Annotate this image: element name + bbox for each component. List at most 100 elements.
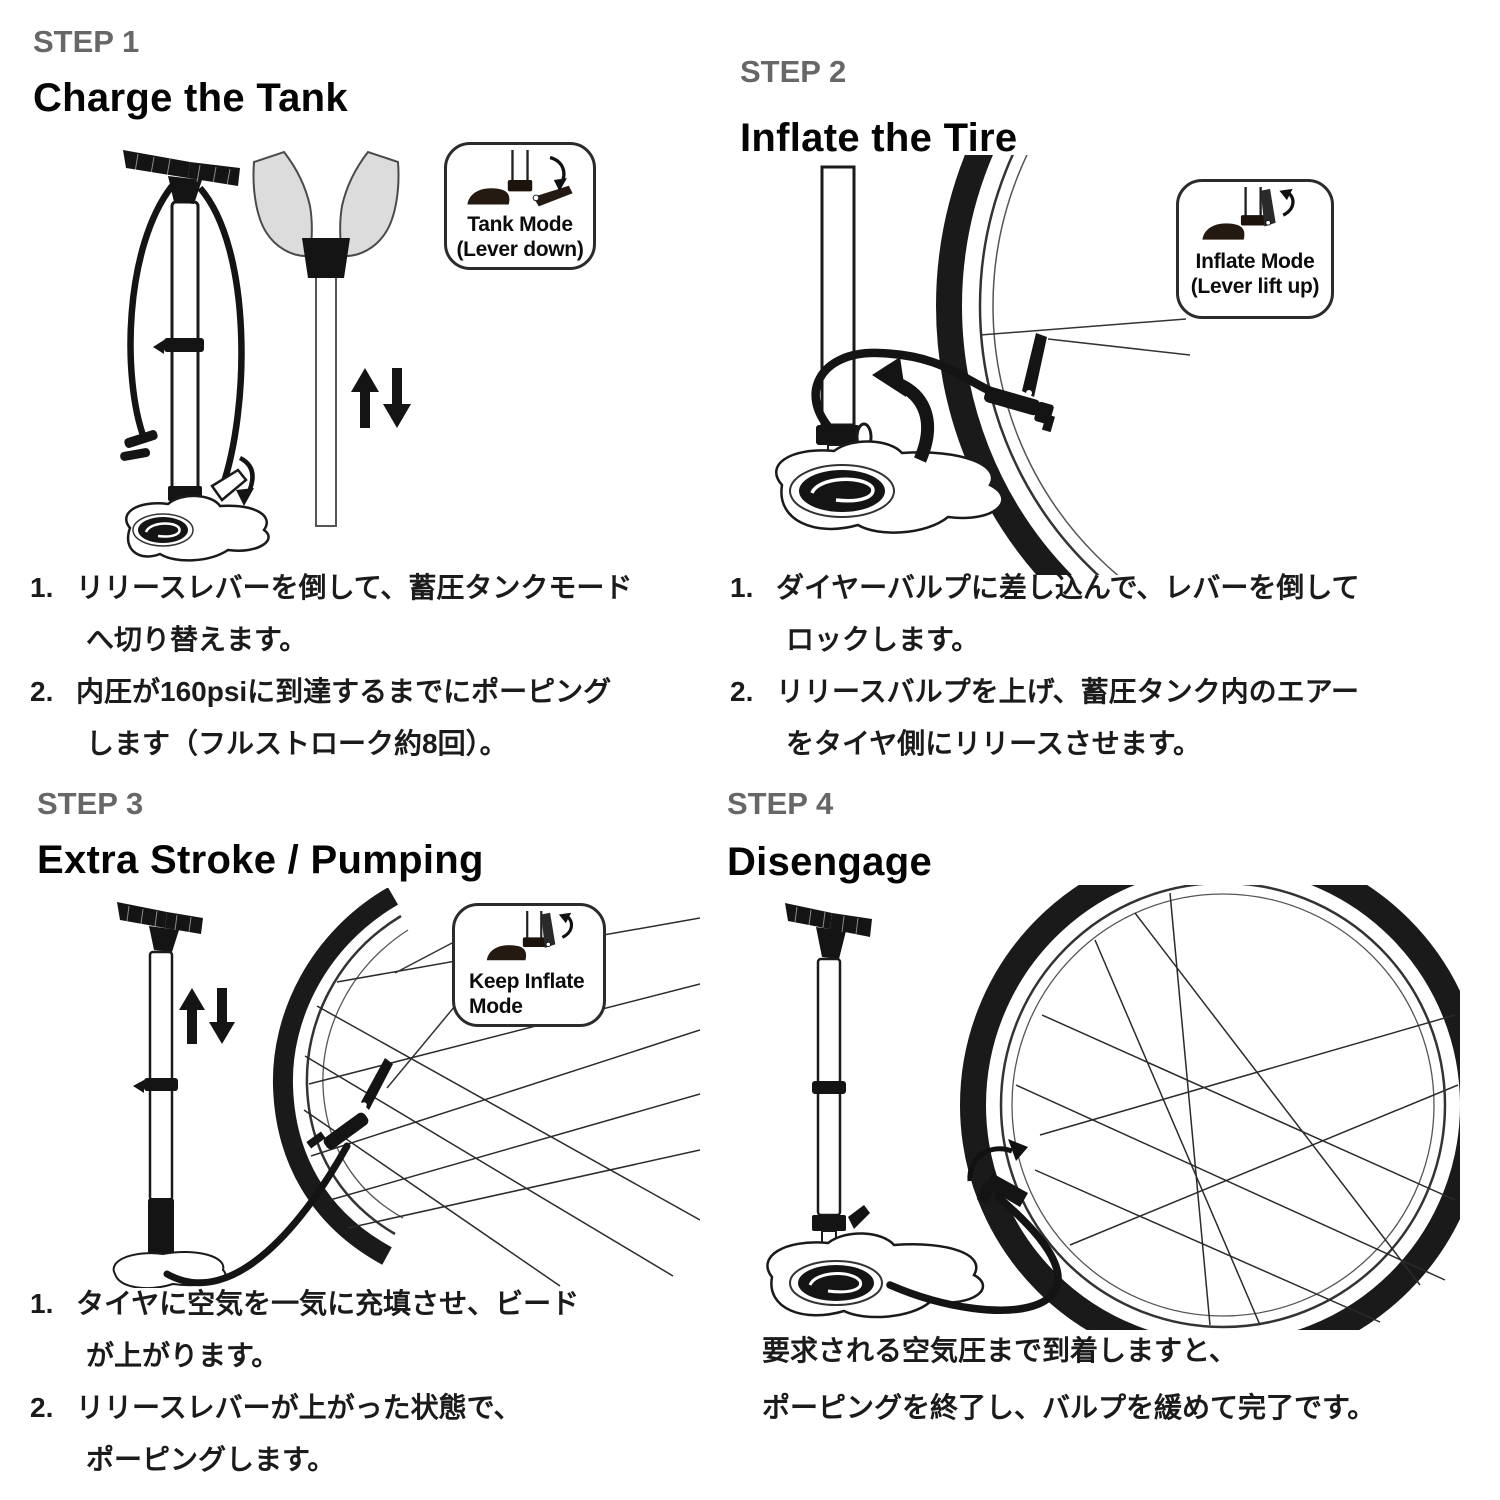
item-text: タイヤに空気を一気に充填させ、ビード が上がります。 [76, 1278, 579, 1382]
item-number: 2. [730, 676, 754, 707]
step-4-instructions: 要求される空気圧まで到着しますと、 ポーピングを終了し、バルプを緩めて完了です。 [762, 1322, 1482, 1436]
pump-shaft [315, 275, 337, 527]
text-line: リリースレバーが上がった状態で、 [76, 1392, 522, 1423]
list-item: 2. リリースバルプを上げ、蓄圧タンク内のエアー をタイヤ側にリリースさせます。 [730, 666, 1450, 770]
list-item: 1. リリースレバーを倒して、蓄圧タンクモード へ切り替えます。 [30, 562, 710, 666]
step-1-title: Charge the Tank [33, 76, 348, 120]
pump-head [986, 1173, 1028, 1207]
text-line: へ切り替えます。 [86, 624, 308, 655]
pump-hose [163, 1142, 351, 1287]
list-item: 2. 内圧が160psiに到達するまでにポーピング します（フルストローク約8回… [30, 666, 710, 770]
barrel-collar [812, 1215, 846, 1231]
release-lever [210, 468, 248, 502]
pump-barrel [148, 950, 174, 1202]
curved-arrow-icon [553, 178, 567, 192]
base-silhouette [467, 188, 510, 205]
pump-handle [816, 927, 846, 959]
handle-texture [134, 153, 231, 186]
gauge-rim [789, 464, 895, 518]
leader-line [979, 318, 1187, 336]
lever-up-art [1202, 187, 1295, 240]
curved-arrow-icon [872, 357, 906, 397]
hose-clip [144, 1078, 178, 1091]
rim-line [992, 155, 1119, 575]
valve-collar [522, 937, 546, 948]
gauge-rim [132, 513, 194, 547]
handle-texture [126, 905, 192, 933]
right-hand [339, 150, 400, 258]
valve-collar [1240, 215, 1266, 226]
lever-pivot [1265, 219, 1271, 226]
curved-arrow-icon [967, 1146, 1013, 1182]
item-number: 1. [30, 572, 54, 603]
lever-pivot [1026, 390, 1032, 396]
valve-tube [526, 911, 543, 940]
inflate-mode-callout: Inflate Mode (Lever lift up) [1176, 179, 1334, 319]
list-item: 1. ダイヤーバルプに差し込んで、レバーを倒して ロックします。 [730, 562, 1450, 666]
pump-base [112, 1250, 227, 1288]
callout-line: (Lever lift up) [1190, 275, 1320, 298]
down-arrow-icon [383, 368, 411, 428]
text-line: リリースレバーを倒して、蓄圧タンクモード [76, 572, 633, 603]
step-4-label: STEP 4 [727, 786, 834, 821]
base-silhouette [1202, 223, 1245, 240]
valve-stem [1041, 414, 1056, 433]
text-line: が上がります。 [86, 1340, 280, 1371]
callout-text: Tank Mode (Lever down) [447, 212, 593, 262]
item-text: リリースレバーを倒して、蓄圧タンクモード へ切り替えます。 [76, 562, 632, 666]
step-3-illustration [112, 888, 700, 1288]
curved-arrow-icon [236, 488, 254, 506]
leader-line [394, 942, 453, 974]
rim-line [978, 155, 1100, 575]
pump-hose [197, 185, 245, 490]
step-1-illustration [120, 150, 411, 562]
hands-on-handle [252, 150, 411, 527]
hose-clip [133, 1080, 144, 1093]
tire-arc [272, 888, 399, 1265]
step-3-label: STEP 3 [37, 786, 144, 821]
pump-head-on-valve [984, 333, 1056, 433]
step-4-title: Disengage [727, 840, 932, 884]
pump-base [125, 494, 270, 562]
spokes [1015, 892, 1459, 1326]
pump-column [775, 165, 1004, 534]
valve-tube [511, 150, 529, 182]
base-silhouette [486, 945, 527, 961]
pump-head-on-valve [306, 1058, 393, 1150]
handle-grip [302, 238, 350, 278]
rim-line [1011, 893, 1435, 1317]
bike-wheel [272, 888, 700, 1287]
pump-handle [165, 912, 203, 934]
pump-hose [127, 184, 175, 440]
lever-up-art [486, 911, 573, 961]
text-line: します（フルストローク約8回）。 [86, 728, 508, 759]
item-number: 2. [30, 1392, 54, 1423]
text-line: 要求される空気圧まで到着しますと、 [762, 1335, 1237, 1366]
down-arrow-icon [209, 988, 235, 1044]
pump-head [984, 386, 1040, 416]
pump-head [323, 1112, 369, 1150]
release-lever [848, 1205, 870, 1229]
gauge [138, 517, 188, 543]
floor-pump [766, 903, 985, 1319]
up-arrow-icon [179, 988, 205, 1044]
item-number: 1. [30, 1288, 54, 1319]
item-number: 2. [30, 676, 54, 707]
item-number: 1. [730, 572, 754, 603]
hose-nozzle [120, 448, 151, 461]
tire-arc [936, 155, 1073, 575]
gauge-needle [810, 477, 875, 503]
leader-line [386, 1005, 456, 1089]
tank-mode-callout: Tank Mode (Lever down) [444, 142, 596, 270]
lever-down [533, 185, 573, 207]
lever-up [361, 1058, 393, 1110]
lever-down-art [467, 150, 573, 207]
step-1-instructions: 1. リリースレバーを倒して、蓄圧タンクモード へ切り替えます。 2. 内圧が1… [30, 562, 710, 770]
text-line: 内圧が160psiに到達するまでにポーピング [76, 676, 612, 707]
pump-handle [123, 150, 190, 178]
step-2-illustration [775, 155, 1191, 575]
text-line: ポーピングします。 [86, 1444, 336, 1475]
text-line: ダイヤーバルプに差し込んで、レバーを倒して [776, 572, 1360, 603]
item-text: リリースレバーが上がった状態で、 ポーピングします。 [76, 1382, 521, 1486]
